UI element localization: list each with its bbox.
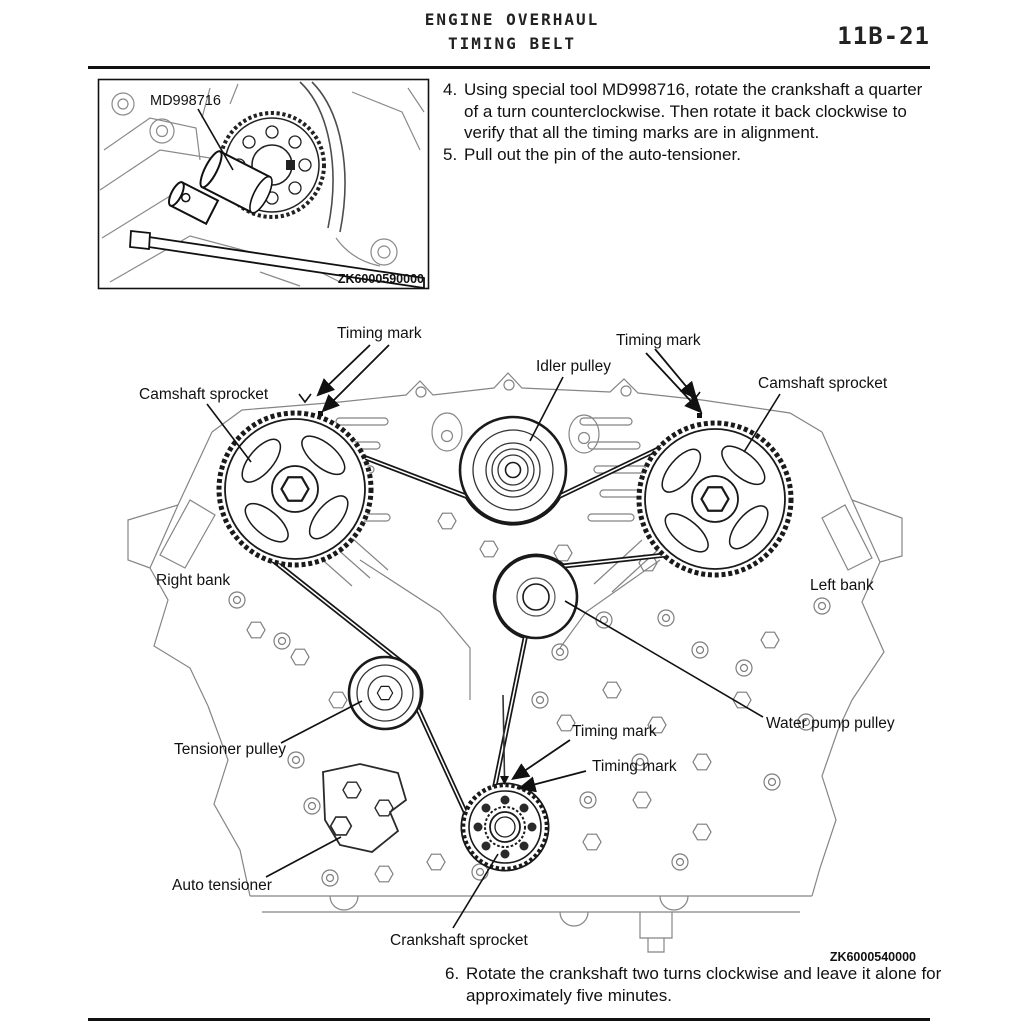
procedure-steps: 4. Using special tool MD998716, rotate t… xyxy=(443,79,935,165)
step-text: Rotate the crankshaft two turns clockwis… xyxy=(466,964,942,1005)
label-timing-mark-left: Timing mark xyxy=(337,325,422,342)
crank-timing-mark-pointer xyxy=(500,694,509,785)
step-number: 5. xyxy=(443,144,458,164)
camshaft-sprocket-left xyxy=(216,410,374,568)
idler-pulley xyxy=(458,415,568,525)
crankshaft-sprocket xyxy=(460,782,550,872)
timing-belt-diagram: Timing mark Timing mark Idler pulley Cam… xyxy=(80,300,940,965)
camshaft-sprocket-right xyxy=(636,420,794,578)
inset-belt xyxy=(299,81,346,233)
label-timing-mark-center-2: Timing mark xyxy=(592,758,677,775)
label-water-pump-pulley: Water pump pulley xyxy=(766,715,895,732)
step-4: 4. Using special tool MD998716, rotate t… xyxy=(443,79,935,144)
label-idler-pulley: Idler pulley xyxy=(536,358,611,375)
step-6: 6. Rotate the crankshaft two turns clock… xyxy=(445,963,955,1006)
footer-rule xyxy=(88,1018,930,1021)
label-camshaft-sprocket-left: Camshaft sprocket xyxy=(139,386,269,403)
step-number: 4. xyxy=(443,80,458,99)
step-text: Pull out the pin of the auto-tensioner. xyxy=(464,144,741,164)
label-timing-mark-center-1: Timing mark xyxy=(572,723,657,740)
label-tensioner-pulley: Tensioner pulley xyxy=(174,741,286,758)
procedure-step-6: 6. Rotate the crankshaft two turns clock… xyxy=(445,963,955,1006)
auto-tensioner-body xyxy=(322,763,408,853)
header-rule xyxy=(88,66,930,69)
label-crankshaft-sprocket: Crankshaft sprocket xyxy=(390,932,529,949)
cover-timing-mark-notches xyxy=(298,391,702,418)
label-left-bank: Left bank xyxy=(810,577,874,594)
inset-figure-code: ZK6000590000 xyxy=(338,272,424,286)
step-5: 5. Pull out the pin of the auto-tensione… xyxy=(443,144,935,166)
timing-mark-arrows xyxy=(316,344,703,793)
header-subtitle: TIMING BELT xyxy=(448,34,576,53)
step-text: Using special tool MD998716, rotate the … xyxy=(464,80,923,142)
leader-lines xyxy=(206,376,781,929)
label-timing-mark-right: Timing mark xyxy=(616,332,701,349)
inset-special-tool xyxy=(129,150,425,290)
step-number: 6. xyxy=(445,964,460,983)
page-header: ENGINE OVERHAUL TIMING BELT xyxy=(0,8,1024,56)
inset-engine-lineart xyxy=(99,83,425,287)
label-camshaft-sprocket-right: Camshaft sprocket xyxy=(758,375,888,392)
inset-tool-leader-line xyxy=(197,108,234,171)
main-figure-code: ZK6000540000 xyxy=(830,950,916,964)
tensioner-pulley xyxy=(347,655,423,731)
label-auto-tensioner: Auto tensioner xyxy=(172,877,272,894)
inset-tool-label: MD998716 xyxy=(150,93,221,109)
diagram-labels: Timing mark Timing mark Idler pulley Cam… xyxy=(139,325,916,964)
water-pump-pulley xyxy=(493,554,579,640)
page-number: 11B-21 xyxy=(837,22,930,50)
inset-figure-special-tool: MD998716 ZK6000590000 xyxy=(97,78,430,290)
label-right-bank: Right bank xyxy=(156,572,230,589)
header-title: ENGINE OVERHAUL xyxy=(424,10,600,29)
